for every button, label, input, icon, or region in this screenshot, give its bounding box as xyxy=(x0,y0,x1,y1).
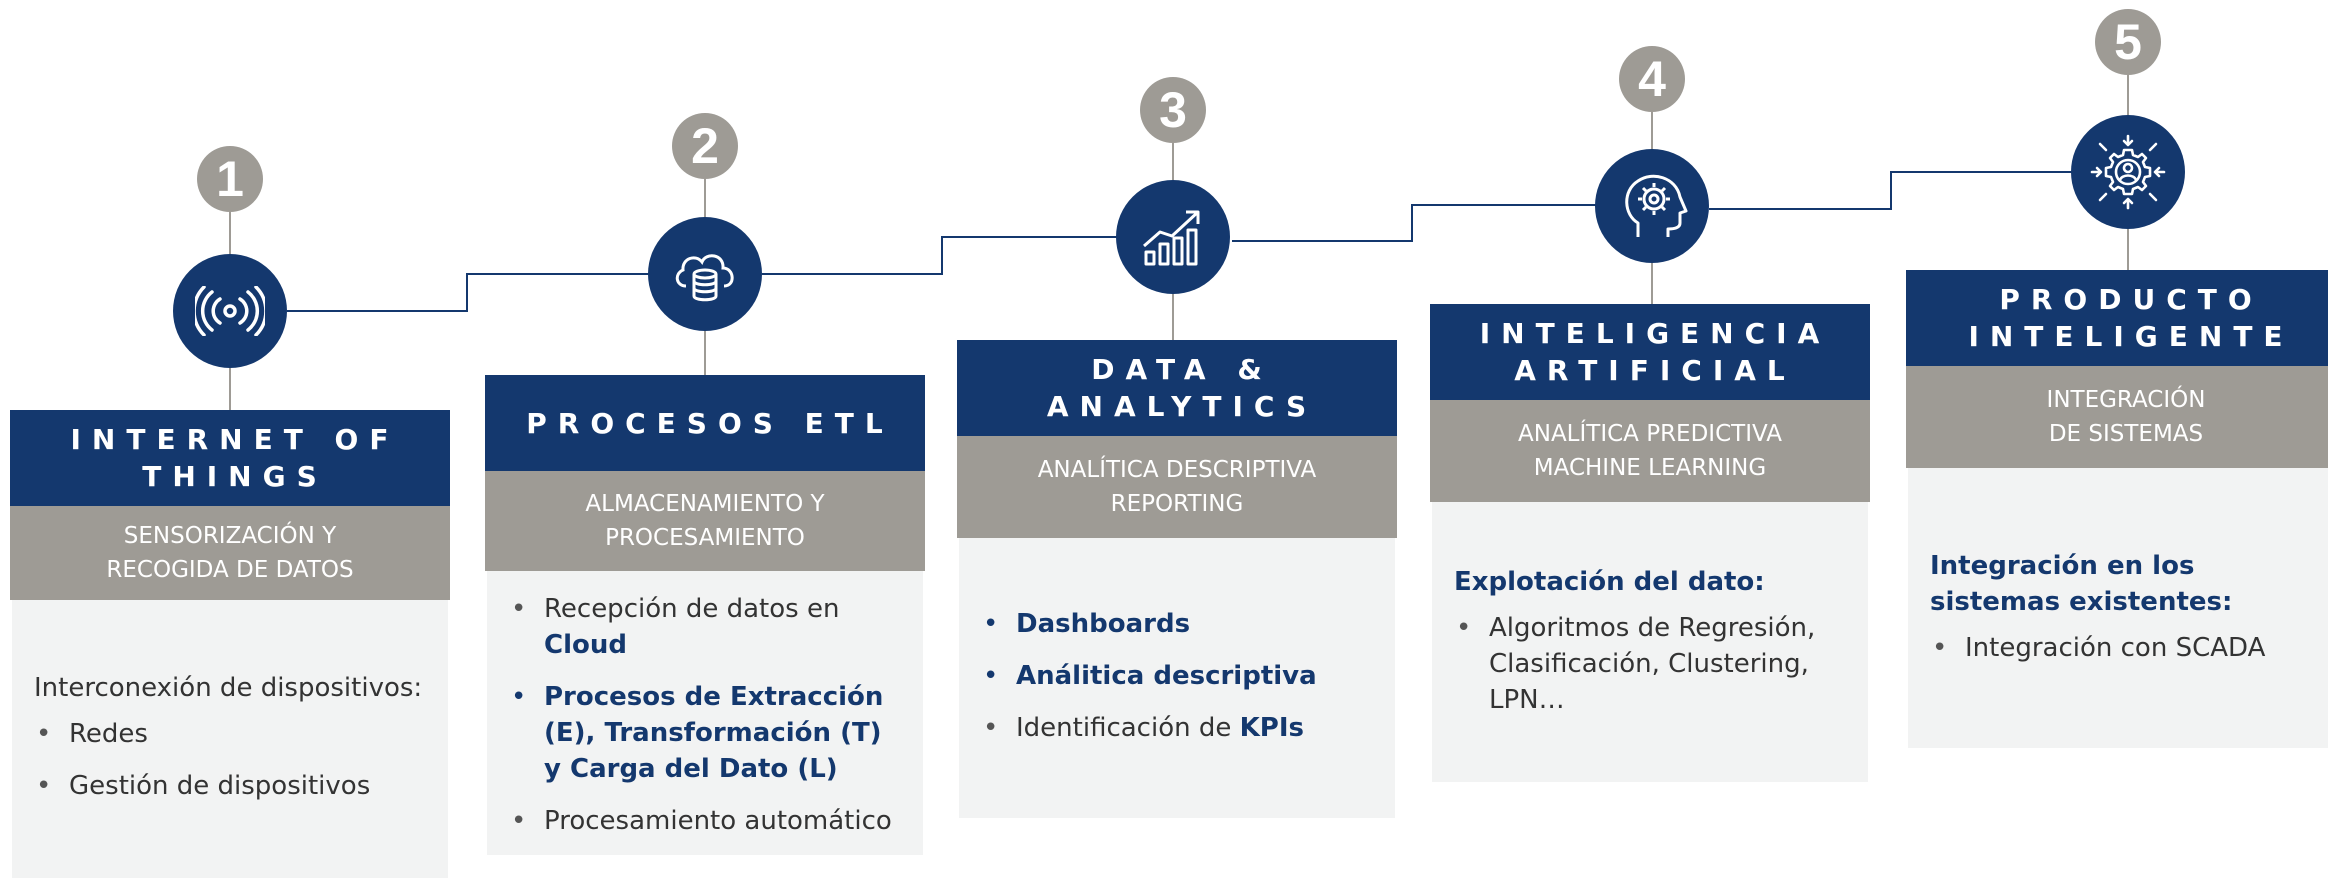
details-list: Dashboards Análitica descriptiva Identif… xyxy=(981,606,1373,746)
step-details: Integración en los sistemas existentes: … xyxy=(1908,468,2328,748)
step-1: 1 INTERNET OF THINGS SENSORIZACIÓN Y REC… xyxy=(10,0,450,878)
brain-head-icon xyxy=(1595,149,1709,263)
step-title: INTELIGENCIA ARTIFICIAL xyxy=(1430,304,1870,400)
step-number-badge: 1 xyxy=(197,146,263,212)
step-details: Recepción de datos en Cloud Procesos de … xyxy=(487,571,923,855)
step-title: DATA & ANALYTICS xyxy=(957,340,1397,436)
details-list: Integración con SCADA xyxy=(1930,630,2322,666)
step-details: Interconexión de dispositivos: Redes Ges… xyxy=(12,600,448,878)
list-item: Gestión de dispositivos xyxy=(34,768,426,804)
wireless-signal-icon xyxy=(173,254,287,368)
list-item: Algoritmos de Regresión, Clasificación, … xyxy=(1454,610,1846,718)
details-list: Redes Gestión de dispositivos xyxy=(34,716,426,804)
details-intro: Interconexión de dispositivos: xyxy=(34,673,423,703)
step-5: 5 PRODUCTO INTELIGENTE INTEGRACIÓN DE SI… xyxy=(1906,0,2328,878)
list-item: Procesamiento automático xyxy=(509,803,901,839)
details-intro: Explotación del dato: xyxy=(1454,567,1765,597)
gear-user-icon xyxy=(2071,115,2185,229)
step-title: PROCESOS ETL xyxy=(485,375,925,471)
details-list: Algoritmos de Regresión, Clasificación, … xyxy=(1454,610,1846,718)
details-intro: Integración en los sistemas existentes: xyxy=(1930,551,2233,617)
step-2: 2 PROCESOS ETL ALMACENAMIENTO Y PROCESAM… xyxy=(485,0,925,878)
list-item: Procesos de Extracción (E), Transformaci… xyxy=(509,679,901,787)
step-number-badge: 4 xyxy=(1619,46,1685,112)
step-number-badge: 3 xyxy=(1140,77,1206,143)
list-item: Identificación de KPIs xyxy=(981,710,1373,746)
list-item: Redes xyxy=(34,716,426,752)
bar-chart-growth-icon xyxy=(1116,180,1230,294)
step-title: INTERNET OF THINGS xyxy=(10,410,450,506)
step-number-badge: 5 xyxy=(2095,9,2161,75)
list-item: Integración con SCADA xyxy=(1930,630,2322,666)
step-subtitle: SENSORIZACIÓN Y RECOGIDA DE DATOS xyxy=(10,506,450,600)
list-item: Análitica descriptiva xyxy=(981,658,1373,694)
step-4: 4 INTELIGENCIA ARTIFICIAL ANALÍTICA PRED… xyxy=(1430,0,1870,878)
step-subtitle: ANALÍTICA DESCRIPTIVA REPORTING xyxy=(957,436,1397,538)
details-list: Recepción de datos en Cloud Procesos de … xyxy=(509,591,901,839)
step-3: 3 DATA & ANALYTICS ANALÍTICA DESCRIPTIVA… xyxy=(957,0,1397,878)
step-subtitle: ANALÍTICA PREDICTIVA MACHINE LEARNING xyxy=(1430,400,1870,502)
step-subtitle: INTEGRACIÓN DE SISTEMAS xyxy=(1906,366,2328,468)
cloud-database-icon xyxy=(648,217,762,331)
step-subtitle: ALMACENAMIENTO Y PROCESAMIENTO xyxy=(485,471,925,571)
step-number-badge: 2 xyxy=(672,113,738,179)
step-title: PRODUCTO INTELIGENTE xyxy=(1906,270,2328,366)
step-details: Explotación del dato: Algoritmos de Regr… xyxy=(1432,502,1868,782)
list-item: Recepción de datos en Cloud xyxy=(509,591,901,663)
step-details: Dashboards Análitica descriptiva Identif… xyxy=(959,538,1395,818)
list-item: Dashboards xyxy=(981,606,1373,642)
